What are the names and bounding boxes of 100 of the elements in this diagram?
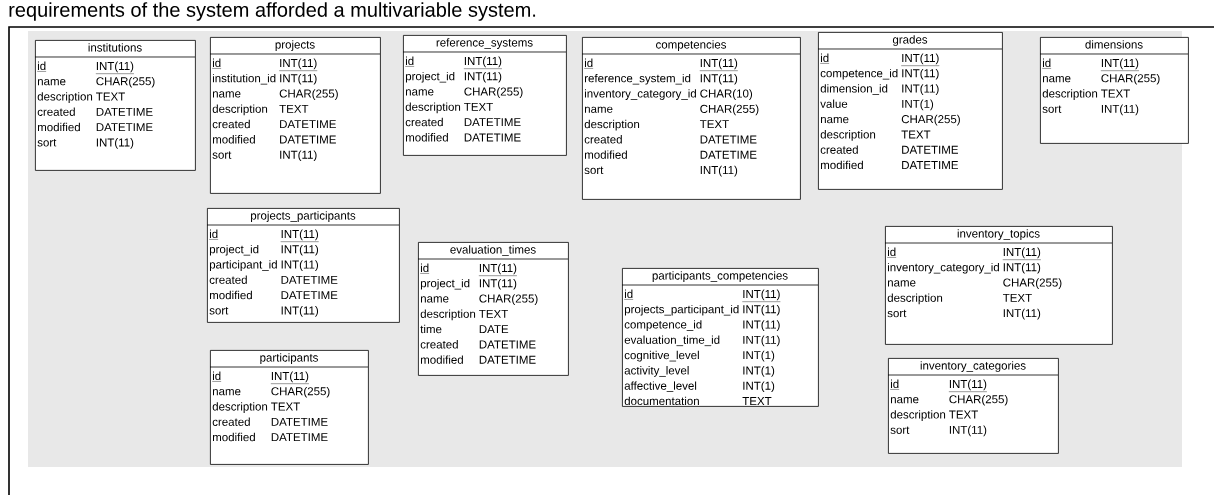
column-name: id	[37, 61, 47, 72]
table-title: participants_competencies	[652, 271, 788, 282]
column-type: INT(11)	[270, 371, 310, 384]
table	[206, 208, 400, 323]
column-name: institution_id	[212, 73, 276, 85]
column-name: name	[37, 79, 66, 86]
column-type: DATETIME	[281, 275, 338, 284]
column-type: INT(11)	[281, 260, 318, 271]
column-name: name	[406, 89, 434, 96]
column-name: modified	[821, 160, 863, 170]
body-text: requirements of the system afforded a multivariable system.	[9, 2, 536, 21]
column-name: sort	[890, 426, 910, 434]
table	[34, 40, 196, 171]
column-name: documentation	[624, 396, 699, 406]
column-name: id	[212, 371, 222, 382]
column-type: INT(11)	[948, 379, 988, 392]
column-name: description	[420, 309, 476, 321]
column-type: INT(11)	[743, 304, 780, 316]
column-type: CHAR(255)	[700, 104, 759, 116]
column-name: id	[890, 379, 900, 390]
column-name: description	[887, 293, 943, 305]
table-title: dimensions	[1085, 40, 1143, 49]
column-name: modified	[585, 150, 627, 159]
column-name: sort	[584, 166, 604, 175]
column-type: INT(11)	[463, 56, 503, 69]
column-name: id	[420, 263, 430, 274]
column-name: project_id	[420, 278, 470, 290]
column-type: TEXT	[1101, 89, 1130, 98]
column-type: INT(11)	[281, 244, 318, 256]
column-name: name	[891, 397, 919, 404]
column-type: DATETIME	[96, 107, 153, 116]
column-type: DATE	[479, 325, 509, 334]
column-type: TEXT	[901, 130, 931, 139]
column-type: DATETIME	[700, 150, 757, 159]
column-name: modified	[406, 133, 448, 142]
column-name: name	[821, 116, 849, 124]
column-type: DATETIME	[271, 417, 328, 426]
column-type: INT(11)	[699, 58, 739, 71]
column-type: INT(11)	[96, 138, 134, 149]
column-type: DATETIME	[280, 135, 336, 144]
column-type: INT(11)	[478, 263, 518, 276]
column-name: modified	[37, 122, 80, 132]
column-name: id	[209, 229, 219, 240]
column-type: CHAR(255)	[271, 386, 330, 398]
table-title: institutions	[88, 43, 142, 52]
column-name: description	[37, 92, 93, 103]
column-type: INT(11)	[281, 306, 318, 317]
column-type: CHAR(255)	[479, 294, 538, 305]
column-type: TEXT	[949, 410, 978, 419]
column-name: competence_id	[820, 68, 898, 80]
column-type: INT(1)	[902, 99, 934, 111]
column-type: INT(11)	[901, 53, 940, 66]
column-name: id	[624, 289, 634, 300]
column-type: DATETIME	[479, 355, 536, 364]
column-type: DATETIME	[479, 340, 536, 349]
column-type: DATETIME	[280, 120, 336, 129]
column-type: CHAR(255)	[1101, 73, 1160, 85]
column-name: time	[420, 324, 442, 334]
column-name: project_id	[405, 71, 455, 83]
column-type: INT(11)	[1003, 308, 1041, 320]
column-type: INT(11)	[742, 289, 781, 302]
column-name: name	[421, 296, 449, 303]
column-name: id	[212, 58, 222, 69]
column-type: INT(1)	[743, 381, 775, 393]
column-type: CHAR(10)	[700, 89, 753, 100]
column-type: INT(11)	[280, 150, 317, 162]
column-name: description	[890, 410, 946, 421]
column-name: modified	[212, 135, 255, 144]
column-type: INT(11)	[743, 320, 780, 331]
column-type: TEXT	[279, 104, 309, 113]
table	[402, 35, 567, 156]
column-type: INT(11)	[479, 278, 517, 290]
column-type: INT(11)	[902, 68, 939, 80]
column-name: name	[212, 389, 241, 396]
column-name: participant_id	[209, 260, 277, 271]
table	[1039, 37, 1189, 144]
column-name: sort	[37, 139, 57, 147]
column-name: created	[420, 340, 458, 349]
column-type: DATETIME	[700, 135, 757, 144]
column-name: description	[212, 104, 268, 116]
column-type: INT(11)	[949, 425, 987, 437]
column-type: DATETIME	[464, 118, 521, 127]
table-title: projects_participants	[251, 211, 356, 222]
column-type: DATETIME	[464, 133, 521, 142]
column-type: DATETIME	[271, 433, 328, 442]
column-name: cognitive_level	[624, 350, 699, 362]
column-name: sort	[212, 151, 232, 159]
column-type: TEXT	[699, 120, 729, 129]
table-title: reference_systems	[436, 38, 533, 49]
column-type: INT(11)	[278, 58, 318, 71]
column-type: INT(11)	[280, 73, 317, 85]
table	[887, 358, 1059, 454]
column-name: created	[212, 417, 250, 426]
column-type: DATETIME	[96, 123, 153, 132]
column-name: created	[405, 117, 443, 127]
column-name: id	[887, 247, 897, 258]
table	[209, 350, 369, 465]
column-type: TEXT	[742, 397, 772, 405]
column-name: created	[37, 107, 75, 116]
column-type: INT(11)	[700, 73, 738, 85]
